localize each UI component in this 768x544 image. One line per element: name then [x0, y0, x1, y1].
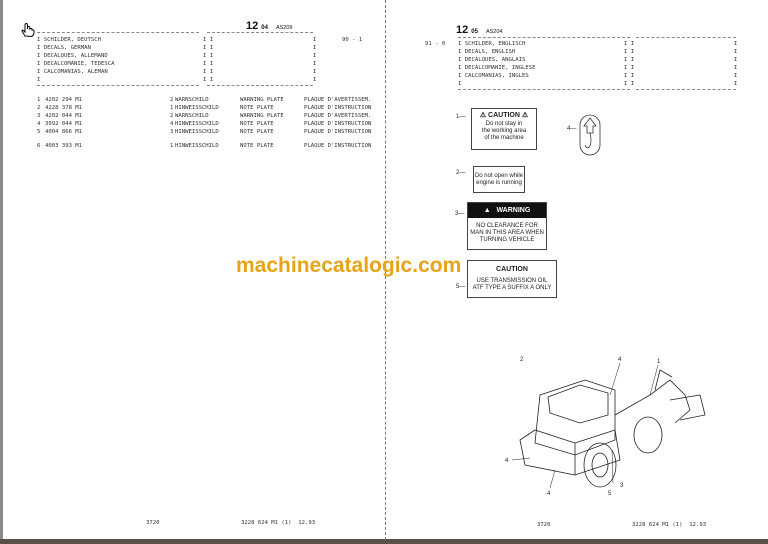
caution-label-1: ⚠ CAUTION ⚠ Do not stay in the working a… [471, 108, 537, 150]
label-number: 3— [455, 211, 465, 217]
lifting-hook-icon [579, 114, 601, 156]
part-qty: 4 [170, 121, 174, 127]
part-part: 4003 393 M1 [45, 143, 83, 149]
right-ref: 91 - 0 [425, 41, 446, 47]
part-fr: PLAQUE D'AVERTISSEM. [304, 113, 372, 119]
right-footer-page: 3720 [537, 522, 551, 528]
caution-label-5: CAUTION USE TRANSMISSION OIL ATF TYPE A … [467, 260, 557, 298]
left-footer-doc: 3228 624 M1 (1) 12.93 [241, 520, 316, 526]
part-pos: 6 [37, 143, 41, 149]
page-divider [385, 0, 386, 540]
part-fr: PLAQUE D'INSTRUCTION [304, 143, 372, 149]
part-fr: PLAQUE D'INSTRUCTION [304, 129, 372, 135]
wheel-loader-diagram: 4 1 2 4 4 5 3 [505, 357, 706, 497]
callout: 3 [620, 483, 624, 489]
callout: 2 [520, 357, 524, 363]
part-de: WARNSCHILD [175, 113, 209, 119]
part-fr: PLAQUE D'INSTRUCTION [304, 105, 372, 111]
part-en: NOTE PLATE [240, 105, 274, 111]
part-part: 4202 044 M1 [45, 113, 83, 119]
part-part: 3092 044 M1 [45, 121, 83, 127]
left-ref: 90 - 1 [342, 37, 363, 43]
part-de: HINWEISSCHILD [175, 143, 219, 149]
window-left-border [0, 0, 3, 544]
part-qty: 1 [170, 105, 174, 111]
callout: 4 [547, 491, 551, 497]
note-label-2: Do not open while engine is running [473, 166, 525, 193]
part-fr: PLAQUE D'INSTRUCTION [304, 121, 372, 127]
part-en: WARNING PLATE [240, 113, 284, 119]
label-number: 2— [456, 170, 466, 176]
part-pos: 5 [37, 129, 41, 135]
part-de: HINWEISSCHILD [175, 105, 219, 111]
left-footer-page: 3720 [146, 520, 160, 526]
part-qty: 2 [170, 97, 174, 103]
label-number: 5— [456, 284, 466, 290]
part-pos: 3 [37, 113, 41, 119]
part-qty: 1 [170, 143, 174, 149]
part-en: WARNING PLATE [240, 97, 284, 103]
part-en: NOTE PLATE [240, 143, 274, 149]
part-pos: 1 [37, 97, 41, 103]
label-number: 1— [456, 114, 466, 120]
label-number: 4— [567, 126, 577, 132]
callout: 4 [618, 357, 622, 363]
part-pos: 4 [37, 121, 41, 127]
right-footer-doc: 3228 624 M1 (1) 12.93 [632, 522, 707, 528]
part-de: HINWEISSCHILD [175, 129, 219, 135]
callout: 4 [505, 458, 509, 464]
part-qty: 3 [170, 129, 174, 135]
part-part: 4004 866 M1 [45, 129, 83, 135]
part-qty: 2 [170, 113, 174, 119]
watermark: machinecatalogic.com [236, 254, 462, 277]
part-part: 4202 294 M1 [45, 97, 83, 103]
part-pos: 2 [37, 105, 41, 111]
part-en: NOTE PLATE [240, 121, 274, 127]
warning-label-3: ▲ WARNING NO CLEARANCE FOR MAN IN THIS A… [467, 202, 547, 250]
part-de: HINWEISSCHILD [175, 121, 219, 127]
window-bottom-bar [0, 539, 768, 544]
part-fr: PLAQUE D'AVERTISSEM. [304, 97, 372, 103]
hand-cursor-icon [21, 22, 35, 38]
part-de: WARNSCHILD [175, 97, 209, 103]
callout: 5 [608, 491, 612, 497]
callout: 1 [657, 359, 661, 365]
part-en: NOTE PLATE [240, 129, 274, 135]
part-part: 4228 378 M1 [45, 105, 83, 111]
